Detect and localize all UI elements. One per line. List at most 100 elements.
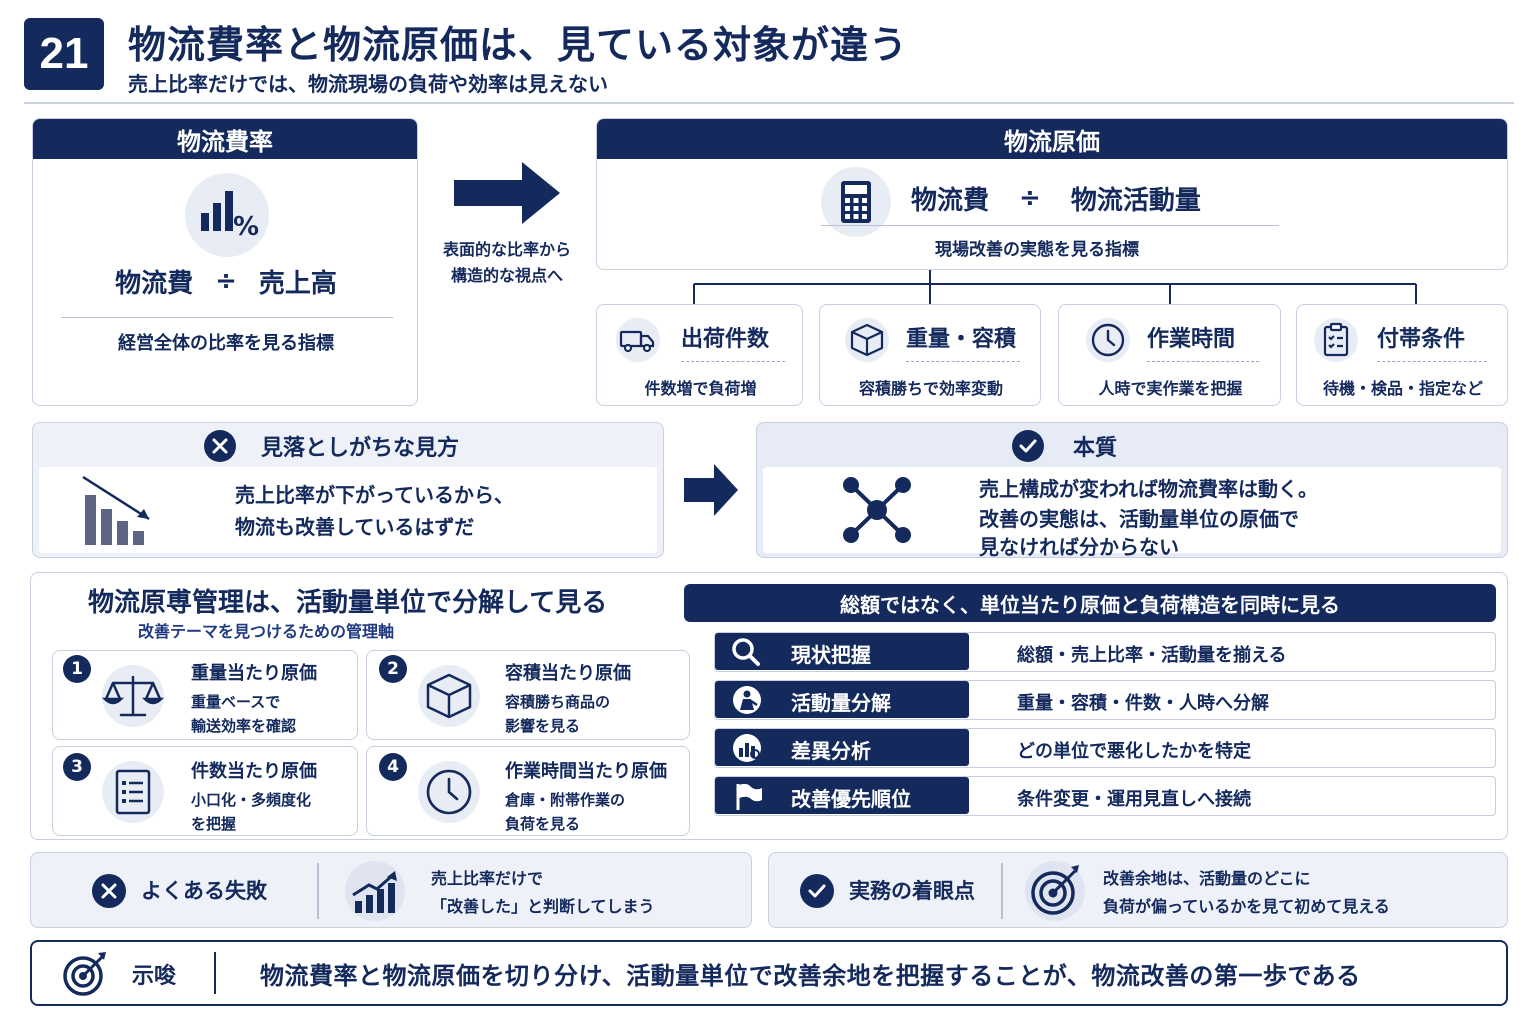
chart-magnifier-icon: [731, 732, 765, 764]
axis-number: 2: [387, 659, 399, 679]
misconception-heading: 見落としがちな見方: [261, 436, 460, 461]
check-circle-icon: [1011, 429, 1045, 463]
cost-ratio-formula: 物流費 ÷ 売上高: [33, 261, 417, 301]
logistics-cost-heading-bar: 物流原価: [597, 119, 1507, 159]
practice-line-1: 改善余地は、活動量のどこに: [1103, 869, 1311, 888]
axis-number: 4: [387, 757, 399, 777]
misconception-panel: 見落としがちな見方 売上比率が下がっているから、 物流も改善しているはずだ: [32, 422, 664, 558]
tree-connector: [596, 270, 1508, 306]
misconception-line-2: 物流も改善しているはずだ: [235, 515, 475, 539]
driver-desc: 容積勝ちで効率変動: [858, 379, 1003, 398]
driver-divider: [906, 361, 1020, 362]
truck-icon: [613, 317, 663, 363]
step-label: 差異分析: [791, 739, 871, 763]
common-failure-panel: よくある失敗 売上比率だけで 「改善した」と判断してしまう: [30, 852, 752, 928]
practice-line-2: 負荷が偏っているかを見て初めて見える: [1103, 897, 1390, 916]
axis-number-badge: 3: [63, 753, 91, 781]
cost-ratio-divider: [61, 317, 393, 318]
driver-divider: [681, 361, 785, 362]
axis-card-volume: 2 容積当たり原価 容積勝ち商品の 影響を見る: [366, 650, 690, 740]
driver-title: 付帯条件: [1377, 327, 1466, 352]
axis-card-weight: 1 重量当たり原価 重量ベースで 輸送効率を確認: [52, 650, 358, 740]
svg-text:%: %: [233, 212, 259, 242]
driver-divider: [1147, 361, 1259, 362]
step-desc: 条件変更・運用見直しへ接続: [1017, 789, 1251, 810]
step-label-box: 現状把握: [715, 633, 969, 670]
axis-title: 容積当たり原価: [505, 663, 631, 684]
implication-text: 物流費率と物流原価を切り分け、活動量単位で改善余地を把握することが、物流改善の第…: [260, 962, 1361, 990]
step-desc: 総額・売上比率・活動量を揃える: [1017, 645, 1287, 666]
essence-heading: 本質: [1073, 436, 1118, 461]
formula-numerator: 物流費: [911, 185, 990, 216]
misconception-body: 売上比率が下がっているから、 物流も改善しているはずだ: [39, 467, 657, 553]
step-label-box: 改善優先順位: [715, 777, 969, 814]
cross-circle-icon: [203, 429, 237, 463]
driver-card-weight-volume: 重量・容積 容積勝ちで効率変動: [819, 304, 1041, 406]
failure-line-2: 「改善した」と判断してしまう: [431, 897, 655, 916]
page-title: 物流費率と物流原価は、見ている対象が違う: [128, 23, 909, 67]
cost-ratio-panel: 物流費率 % 物流費 ÷ 売上高 経営全体の比率を見る指標: [32, 118, 418, 406]
implication-bar: 示唆 物流費率と物流原価を切り分け、活動量単位で改善余地を把握することが、物流改…: [30, 940, 1508, 1006]
formula-divide: ÷: [215, 266, 237, 296]
calculator-icon: [821, 167, 891, 237]
step-label-box: 差異分析: [715, 729, 969, 766]
step-row-current-state: 現状把握 総額・売上比率・活動量を揃える: [714, 632, 1496, 672]
cost-ratio-heading-bar: 物流費率: [33, 119, 417, 159]
formula-divide: ÷: [1019, 183, 1041, 213]
essence-line-1: 売上構成が変われば物流費率は動く。: [979, 477, 1318, 501]
header-divider: [24, 102, 1514, 104]
list-icon: [97, 759, 169, 825]
driver-title: 重量・容積: [906, 327, 1017, 352]
driver-divider: [1377, 361, 1487, 362]
worker-icon: [731, 684, 765, 716]
axis-title: 重量当たり原価: [191, 663, 317, 684]
network-icon: [839, 475, 915, 545]
essence-arrow-icon: [684, 464, 740, 516]
misconception-line-1: 売上比率が下がっているから、: [235, 483, 514, 507]
axis-number-badge: 1: [63, 655, 91, 683]
axis-desc-1: 重量ベースで: [191, 693, 281, 711]
check-circle-icon: [799, 873, 835, 909]
practice-focus-panel: 実務の着眼点 改善余地は、活動量のどこに 負荷が偏っているかを見て初めて見える: [768, 852, 1508, 928]
growth-chart-icon: [341, 859, 409, 923]
driver-desc: 件数増で負荷増: [644, 379, 757, 398]
axis-desc-2: 負荷を見る: [505, 815, 581, 833]
practice-divider: [1001, 863, 1003, 919]
driver-desc: 待機・検品・指定など: [1322, 379, 1483, 398]
driver-card-work-time: 作業時間 人時で実作業を把握: [1058, 304, 1281, 406]
driver-title: 作業時間: [1147, 327, 1236, 352]
step-label: 現状把握: [791, 643, 871, 667]
failure-label: よくある失敗: [141, 879, 267, 903]
management-subtitle: 改善テーマを見つけるための管理軸: [138, 622, 395, 641]
magnifier-icon: [729, 636, 763, 668]
step-row-activity-breakdown: 活動量分解 重量・容積・件数・人時へ分解: [714, 680, 1496, 720]
axis-desc-2: 影響を見る: [505, 717, 581, 735]
cost-ratio-heading: 物流費率: [177, 127, 273, 156]
driver-title: 出荷件数: [681, 327, 770, 352]
logistics-cost-heading: 物流原価: [1004, 127, 1100, 156]
scale-icon: [97, 663, 169, 729]
essence-line-3: 見なければ分からない: [979, 535, 1179, 559]
logistics-cost-caption: 現場改善の実態を見る指標: [935, 240, 1139, 260]
failure-divider: [317, 863, 319, 919]
axis-desc-1: 容積勝ち商品の: [505, 693, 611, 711]
logistics-cost-divider: [821, 225, 1279, 226]
driver-card-shipments: 出荷件数 件数増で負荷増: [596, 304, 803, 406]
axis-desc-1: 倉庫・附帯作業の: [505, 791, 626, 809]
implication-divider: [214, 952, 216, 994]
essence-panel: 本質 売上構成が変われば物流費率は動く。 改善の実態は、活動量単位の原価で 見な…: [756, 422, 1508, 559]
axis-title: 件数当たり原価: [191, 761, 317, 782]
axis-desc-2: 輸送効率を確認: [191, 717, 297, 735]
logistics-cost-panel: 物流原価 物流費 ÷ 物流活動量 現場改善の実態を見る指標: [596, 118, 1508, 270]
target-icon: [60, 950, 110, 998]
axis-card-count: 3 件数当たり原価 小口化・多頻度化 を把握: [52, 746, 358, 836]
box-icon: [413, 663, 485, 729]
implication-label: 示唆: [132, 964, 177, 989]
axis-number: 3: [71, 757, 83, 777]
axis-desc-1: 小口化・多頻度化: [191, 791, 312, 809]
flag-icon: [731, 780, 765, 812]
formula-denominator: 物流活動量: [1070, 185, 1201, 216]
bar-percent-icon: %: [185, 173, 269, 257]
page-subtitle: 売上比率だけでは、物流現場の負荷や効率は見えない: [128, 72, 608, 96]
step-row-priority: 改善優先順位 条件変更・運用見直しへ接続: [714, 776, 1496, 816]
